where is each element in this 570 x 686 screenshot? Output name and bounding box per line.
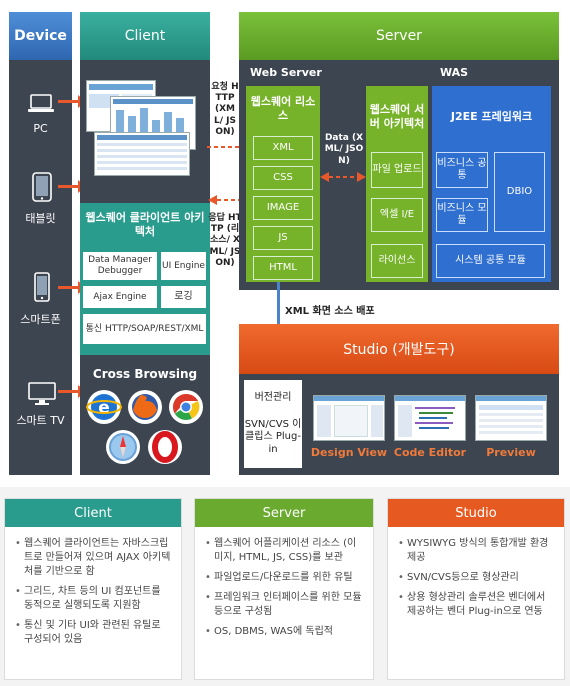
studio-card-list: WYSIWYG 방식의 통합개발 환경 제공 SVN/CVS등으로 형상관리 상… [388,527,564,619]
logging-box: 로깅 [161,286,206,308]
chrome-browser-icon [169,390,203,424]
device-label-smartphone: 스마트폰 [20,313,61,326]
list-item: 그리드, 차트 등의 UI 컴포넌트를 동적으로 실행되도록 지원함 [15,585,171,613]
dbio-box: DBIO [494,152,545,232]
data-flow-label: Data (XML/ JSON) [324,133,364,166]
resource-js-box: JS [253,226,313,250]
resource-html-box: HTML [253,256,313,280]
device-label-tablet: 태블릿 [25,212,56,225]
smartphone-icon [34,272,50,302]
j2ee-framework-panel [432,86,551,282]
device-header: Device [9,12,72,60]
file-upload-box: 파일 업로드 [371,152,423,188]
data-manager-debugger-box: Data Manager Debugger [83,252,157,280]
studio-card: Studio WYSIWYG 방식의 통합개발 환경 제공 SVN/CVS등으로… [387,498,565,680]
resource-css-box: CSS [253,166,313,190]
list-item: 파일업로드/다운로드를 위한 유틸 [205,571,363,585]
client-card-title: Client [5,499,181,527]
svg-text:e: e [98,398,110,418]
preview-screenshot [475,395,547,441]
design-view-screenshot [313,395,385,441]
client-card: Client 웹스퀘어 클라이언트는 자바스크립트로 만들어져 있으며 AJAX… [4,498,182,680]
license-box: 라이선스 [371,244,423,278]
resources-title: 웹스퀘어 리소스 [250,95,316,122]
deploy-line [277,282,280,324]
version-control-box: 버전관리 SVN/CVS 이클립스 Plug-in [244,380,302,468]
request-flow-label: 요청 HTTP (XML/ JSON) [211,81,239,137]
pc-icon [28,94,54,112]
data-flow-arrow [320,172,366,182]
version-control-detail: SVN/CVS 이클립스 Plug-in [244,418,302,455]
list-item: 웹스퀘어 클라이언트는 자바스크립트로 만들어져 있으며 AJAX 아키텍처를 … [15,537,171,579]
client-app-screenshot [86,80,198,180]
client-architecture-title: 웹스퀘어 클라이언트 아키텍처 [85,211,205,238]
list-item: 상용 형상관리 솔루션은 벤더에서 제공하는 벤더 Plug-in으로 연동 [398,591,554,619]
ui-engine-box: UI Engine [161,252,206,280]
safari-browser-icon [106,430,140,464]
cross-browsing-label: Cross Browsing [92,366,198,381]
studio-card-title: Studio [388,499,564,527]
server-card: Server 웹스퀘어 어플리케이션 리소스 (이미지, HTML, JS, C… [194,498,374,680]
firefox-browser-icon [128,390,162,424]
list-item: 프레임워크 인터페이스를 위한 모듈 등으로 구성됨 [205,591,363,619]
resource-image-box: IMAGE [253,196,313,220]
device-column [9,12,72,475]
ajax-engine-box: Ajax Engine [83,286,157,308]
preview-label: Preview [486,446,536,459]
device-label-pc: PC [33,122,48,135]
smart-tv-icon [28,382,56,405]
server-architecture-panel [366,86,428,282]
ie-browser-icon: e [86,390,122,424]
list-item: WYSIWYG 방식의 통합개발 환경 제공 [398,537,554,565]
code-editor-screenshot [394,395,466,441]
response-flow-label: 응답 HTTP (리소스/ XML/ JSON) [208,212,242,268]
excel-ie-box: 엑셀 I/E [371,198,423,232]
server-header: Server [239,12,559,60]
biz-common-box: 비즈니스 공통 [436,152,488,188]
resource-xml-box: XML [253,136,313,160]
server-card-title: Server [195,499,373,527]
studio-header: Studio (개발도구) [239,324,559,374]
opera-browser-icon [148,430,182,464]
server-card-list: 웹스퀘어 어플리케이션 리소스 (이미지, HTML, JS, CSS)를 보관… [195,527,373,639]
j2ee-framework-title: J2EE 프레임워크 [450,110,533,124]
server-architecture-title: 웹스퀘어 서버 아키텍처 [369,103,425,130]
biz-module-box: 비즈니스 모듈 [436,198,488,232]
system-common-module-box: 시스템 공통 모듈 [436,244,545,278]
version-control-label: 버전관리 [254,392,292,403]
list-item: SVN/CVS등으로 형상관리 [398,571,554,585]
tablet-icon [32,172,52,202]
client-card-list: 웹스퀘어 클라이언트는 자바스크립트로 만들어져 있으며 AJAX 아키텍처를 … [5,527,181,647]
device-label-smart-tv: 스마트 TV [16,414,65,427]
list-item: OS, DBMS, WAS에 독립적 [205,625,363,639]
design-view-label: Design View [310,446,388,459]
comm-box: 통신 HTTP/SOAP/REST/XML [83,314,206,344]
client-header: Client [80,12,210,60]
list-item: 웹스퀘어 어플리케이션 리소스 (이미지, HTML, JS, CSS)를 보관 [205,537,363,565]
deploy-label: XML 화면 소스 배포 [285,306,375,317]
code-editor-label: Code Editor [393,446,467,459]
web-server-label: Web Server [250,66,322,79]
list-item: 통신 및 기타 UI와 관련된 유틸로 구성되어 있음 [15,619,171,647]
was-label: WAS [440,66,469,79]
